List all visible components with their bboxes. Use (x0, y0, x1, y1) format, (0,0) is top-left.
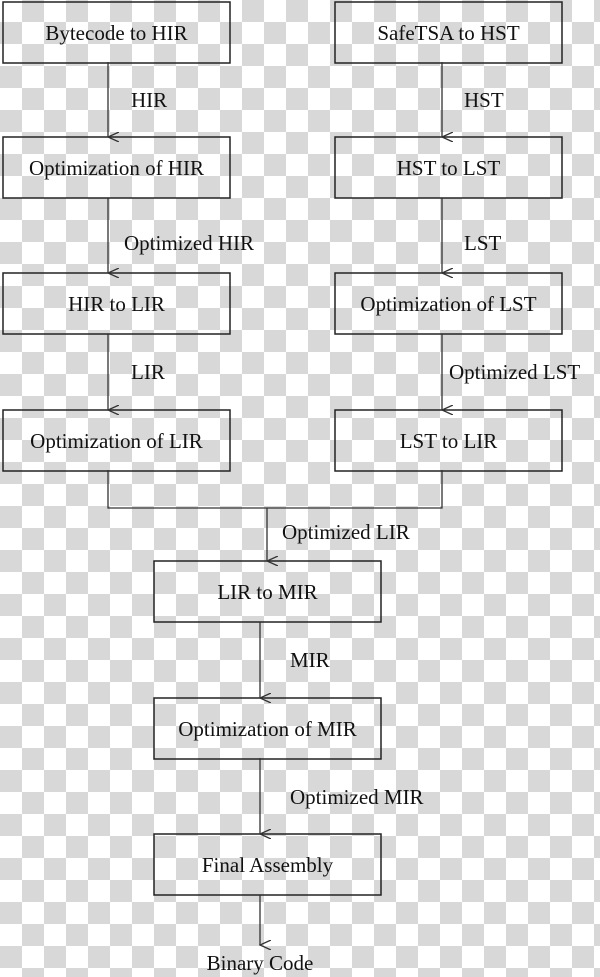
output-label-binary-code: Binary Code (207, 951, 314, 975)
edge-label-optimized-lir: Optimized LIR (282, 520, 410, 544)
box-label-bytecode-to-hir: Bytecode to HIR (45, 21, 187, 45)
box-label-optimization-of-mir: Optimization of MIR (178, 717, 356, 741)
edge-label-lst: LST (464, 231, 502, 255)
edge-label-hst: HST (464, 88, 504, 112)
edge-label-optimized-hir: Optimized HIR (124, 231, 254, 255)
edge-label-optimized-lst: Optimized LST (449, 360, 580, 384)
box-label-final-assembly: Final Assembly (202, 853, 334, 877)
merge-connector (107, 470, 443, 509)
box-bytecode-to-hir (2, 1, 231, 64)
edge-label-lir: LIR (131, 360, 165, 384)
edge-label-mir: MIR (290, 648, 330, 672)
box-label-hir-to-lir: HIR to LIR (68, 292, 165, 316)
box-label-hst-to-lst: HST to LST (397, 156, 501, 180)
box-label-safetsa-to-hst: SafeTSA to HST (377, 21, 520, 45)
box-safetsa-to-hst (334, 1, 563, 64)
box-label-optimization-of-hir: Optimization of HIR (29, 156, 204, 180)
edge-label-optimized-mir: Optimized MIR (290, 785, 424, 809)
edge-label-hir: HIR (131, 88, 167, 112)
box-label-lir-to-mir: LIR to MIR (217, 580, 317, 604)
box-label-lst-to-lir: LST to LIR (400, 429, 498, 453)
box-label-optimization-of-lir: Optimization of LIR (30, 429, 203, 453)
box-label-optimization-of-lst: Optimization of LST (360, 292, 536, 316)
